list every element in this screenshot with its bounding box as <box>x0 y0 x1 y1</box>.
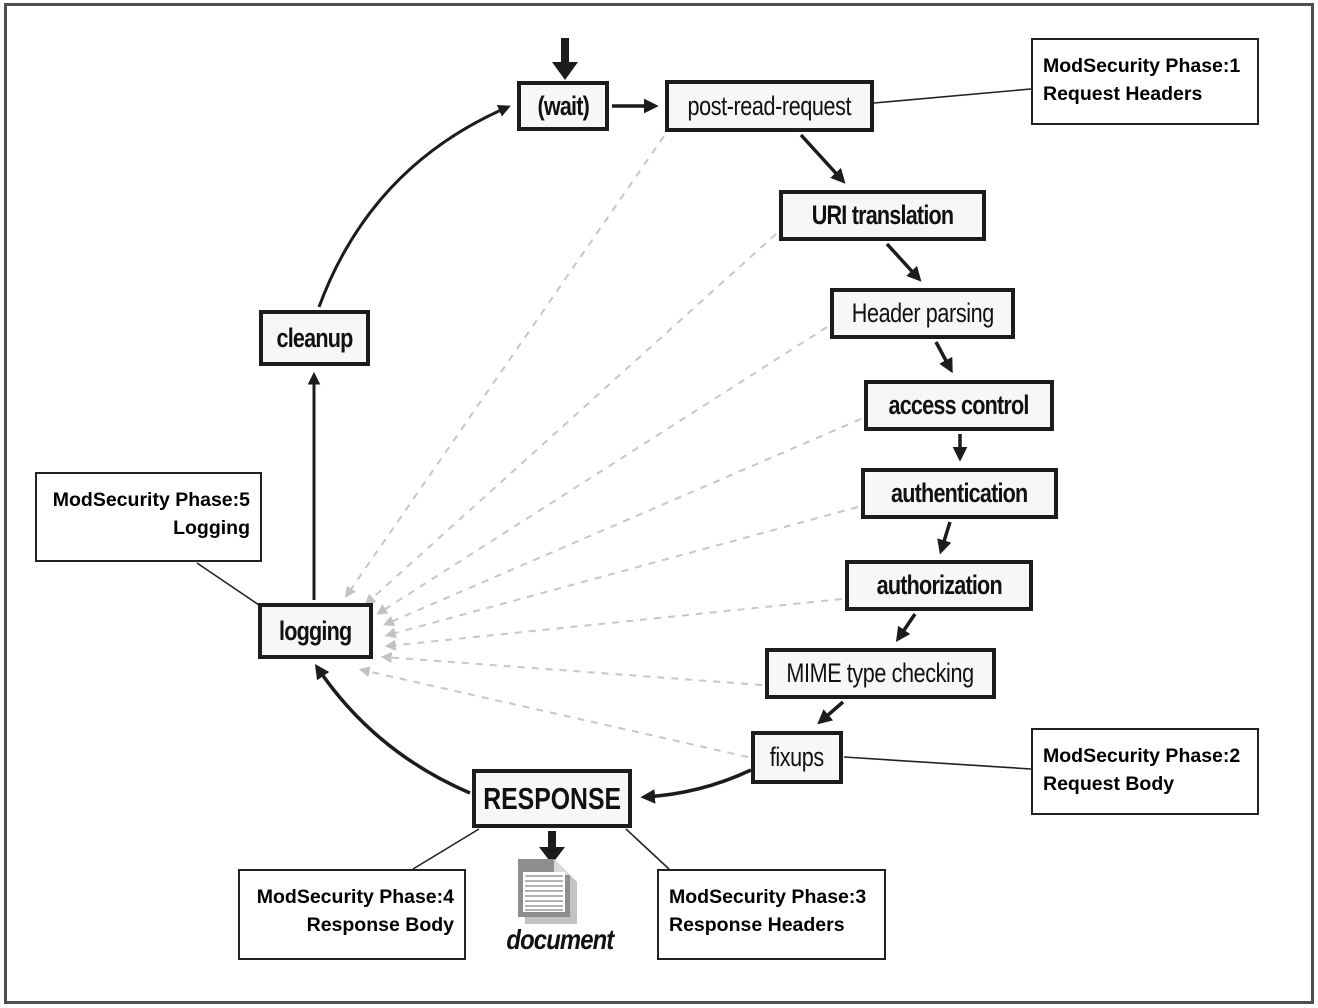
node-header-parsing: Header parsing <box>830 288 1015 339</box>
callout-phase1: ModSecurity Phase:1 Request Headers <box>1031 38 1259 125</box>
callout-phase3-line1: ModSecurity Phase:3 <box>669 886 867 908</box>
document-label: document <box>506 924 615 955</box>
callout-phase5-line2: Logging <box>173 516 250 539</box>
node-cleanup-label: cleanup <box>276 322 353 353</box>
node-response-label: RESPONSE <box>483 780 621 816</box>
node-fixups: fixups <box>751 731 843 784</box>
callout-phase2: ModSecurity Phase:2 Request Body <box>1031 728 1259 815</box>
node-post-read-request: post-read-request <box>665 80 874 132</box>
callout-phase4: ModSecurity Phase:4 Response Body <box>238 869 466 960</box>
leader-fixups-to-phase2 <box>843 756 1032 770</box>
edge-header-parsing-to-access-control <box>934 341 953 374</box>
node-response: RESPONSE <box>472 769 632 828</box>
edge-uri-translation-to-logging <box>364 233 777 606</box>
edge-authorization-to-mime-type-checking <box>895 613 917 643</box>
left-cycle-arrows <box>307 104 511 600</box>
node-post-read-request-label: post-read-request <box>687 90 852 121</box>
callout-phase5-line1: ModSecurity Phase:5 <box>52 489 250 511</box>
edge-authentication-to-logging <box>384 506 859 639</box>
callout-phase3: ModSecurity Phase:3 Response Headers <box>657 869 886 960</box>
entry-arrow-icon <box>552 38 578 80</box>
document-icon <box>518 859 577 924</box>
callout-phase5: ModSecurity Phase:5 Logging <box>35 472 262 562</box>
edge-response-to-document <box>539 831 565 864</box>
node-authorization-label: authorization <box>876 570 1002 600</box>
dashed-logging-arrows <box>345 135 862 758</box>
edge-header-parsing-to-logging <box>376 326 828 615</box>
flow-arrows <box>314 98 968 804</box>
node-mime-type-checking-label: MIME type checking <box>786 658 975 688</box>
edge-mime-type-checking-to-fixups <box>817 700 845 725</box>
node-cleanup: cleanup <box>259 310 370 366</box>
edge-post-read-request-to-logging <box>345 135 665 598</box>
callout-phase1-line1: ModSecurity Phase:1 <box>1043 55 1241 77</box>
edge-fixups-to-logging <box>358 666 749 758</box>
callout-phase4-line1: ModSecurity Phase:4 <box>256 886 454 908</box>
node-logging: logging <box>258 603 373 659</box>
leader-response-to-phase3 <box>625 828 670 870</box>
callout-phase2-line1: ModSecurity Phase:2 <box>1043 745 1241 767</box>
callout-phase1-line2: Request Headers <box>1043 82 1203 105</box>
node-uri-translation: URI translation <box>779 190 986 241</box>
edge-post-read-request-to-uri-translation <box>799 133 846 184</box>
edge-authentication-to-authorization <box>937 521 952 555</box>
leader-post-read-request-to-phase1 <box>873 88 1032 104</box>
node-wait: (wait) <box>517 81 609 131</box>
callout-phase4-line2: Response Body <box>306 913 454 936</box>
leader-response-to-phase4 <box>412 828 480 870</box>
node-authentication-label: authentication <box>891 478 1028 508</box>
node-authentication: authentication <box>861 468 1058 519</box>
edge-access-control-to-logging <box>382 418 862 626</box>
node-header-parsing-label: Header parsing <box>851 298 994 328</box>
node-wait-label: (wait) <box>537 90 589 121</box>
callout-phase3-line2: Response Headers <box>669 913 845 936</box>
edge-fixups-to-response <box>640 768 752 804</box>
callout-leader-lines <box>196 88 1032 870</box>
node-logging-label: logging <box>279 615 352 646</box>
node-authorization: authorization <box>845 560 1033 611</box>
node-uri-translation-label: URI translation <box>811 200 954 230</box>
edge-cleanup-to-wait <box>317 104 511 308</box>
node-access-control: access control <box>864 380 1054 431</box>
callout-phase2-line2: Request Body <box>1043 772 1175 795</box>
edge-uri-translation-to-header-parsing <box>885 242 922 282</box>
node-access-control-label: access control <box>888 390 1030 420</box>
edge-mime-type-checking-to-logging <box>380 652 763 686</box>
node-fixups-label: fixups <box>769 742 825 772</box>
node-mime-type-checking: MIME type checking <box>765 648 996 699</box>
edge-authorization-to-logging <box>384 598 843 651</box>
edge-response-to-logging <box>314 663 471 795</box>
leader-phase5-to-logging <box>196 562 260 606</box>
